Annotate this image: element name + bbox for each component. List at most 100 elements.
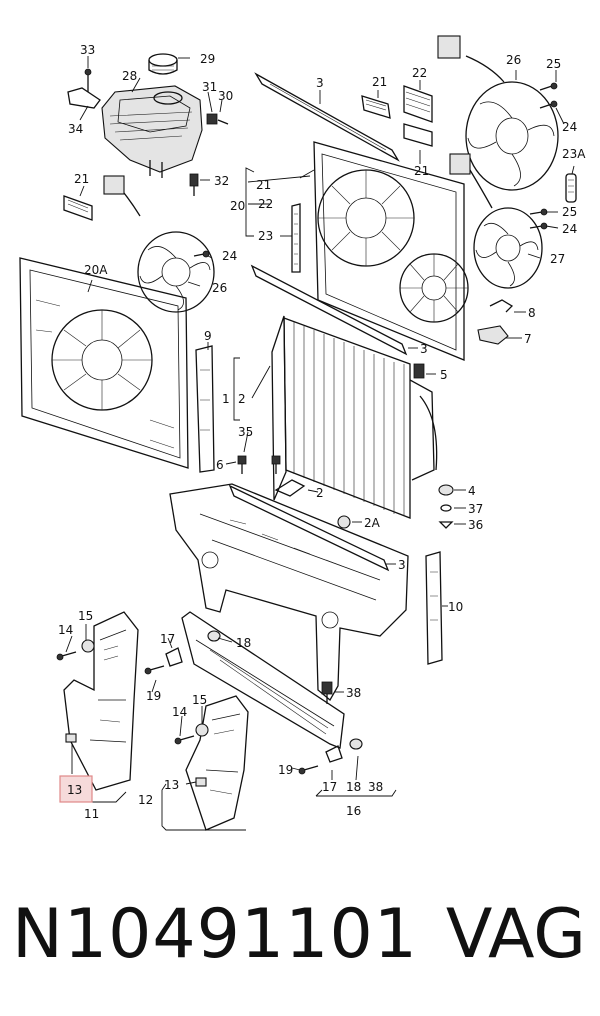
- fan-shroud-20a: [19, 257, 189, 469]
- callout-29: 29: [200, 52, 215, 66]
- clips-17: [165, 647, 343, 763]
- fan-shroud-20: [313, 141, 469, 361]
- air-guide-11: [63, 611, 139, 791]
- callout-4: 4: [468, 484, 476, 498]
- foam-pads: [63, 85, 433, 221]
- callout-24-top: 24: [562, 120, 577, 134]
- highlight-box: [59, 775, 93, 803]
- lower-frame: [181, 611, 345, 749]
- nut-15a: [81, 639, 95, 653]
- callout-6: 6: [216, 458, 224, 472]
- bracket-2-lower: [274, 479, 306, 497]
- callout-20A: 20A: [84, 263, 108, 277]
- callout-18-left: 18: [236, 636, 251, 650]
- callout-35: 35: [238, 425, 253, 439]
- clip-13a: [65, 733, 77, 743]
- radiator: [283, 317, 438, 519]
- nuts-18: [207, 630, 363, 750]
- callout-21-left: 21: [74, 172, 89, 186]
- screws-24-25: [193, 82, 558, 258]
- small-fan-right: [449, 153, 543, 289]
- large-fan-right: [437, 35, 559, 191]
- callout-33: 33: [80, 43, 95, 57]
- callout-7: 7: [524, 332, 532, 346]
- callout-1: 1: [222, 392, 230, 406]
- brand-name: VAG: [445, 895, 586, 974]
- callout-14-left: 14: [58, 623, 73, 637]
- mounts-4-5-36-37: [413, 363, 454, 529]
- callout-14-center: 14: [172, 705, 187, 719]
- bolt-14b: [174, 735, 195, 745]
- bracket-23: [291, 203, 301, 273]
- seal-strip-3-mid: [250, 264, 408, 356]
- callout-5: 5: [440, 368, 448, 382]
- callout-23: 23: [258, 229, 273, 243]
- callout-16: 16: [346, 804, 361, 818]
- callout-24-left: 24: [222, 249, 237, 263]
- side-bracket-9: [195, 345, 215, 473]
- bracket-10: [425, 551, 443, 665]
- seal-strip-3-lower: [228, 484, 390, 572]
- callout-8: 8: [528, 306, 536, 320]
- callout-34: 34: [68, 122, 83, 136]
- callout-22-shroud: 22: [258, 197, 273, 211]
- callout-37: 37: [468, 502, 483, 516]
- callout-13-highlighted: 13: [67, 783, 82, 797]
- reservoir-cap: [148, 53, 178, 75]
- callout-28: 28: [122, 69, 137, 83]
- sensor-31: [206, 113, 229, 125]
- part-number: N10491101: [12, 895, 418, 974]
- callout-21-top: 21: [372, 75, 387, 89]
- callout-11: 11: [84, 807, 99, 821]
- callout-17-right: 17: [322, 780, 337, 794]
- callout-24-mid: 24: [562, 222, 577, 236]
- callout-30: 30: [218, 89, 233, 103]
- callout-10: 10: [448, 600, 463, 614]
- callout-15-left: 15: [78, 609, 93, 623]
- lock-carrier: [169, 483, 409, 701]
- callout-26-top: 26: [506, 53, 521, 67]
- callout-31: 31: [202, 80, 217, 94]
- condenser: [271, 315, 287, 501]
- callout-3-lower: 3: [398, 558, 406, 572]
- callout-18-right: 18: [346, 780, 361, 794]
- callout-17-left: 17: [160, 632, 175, 646]
- grommet-2a: [337, 515, 351, 529]
- footer: N10491101 VAG: [0, 880, 600, 990]
- callout-9: 9: [204, 329, 212, 343]
- callout-3-mid: 3: [420, 342, 428, 356]
- callout-22-top: 22: [412, 66, 427, 80]
- callout-21-shroud: 21: [256, 178, 271, 192]
- clip-8: [489, 299, 514, 313]
- bolt-32: [189, 173, 199, 196]
- callout-2-lower: 2: [316, 486, 324, 500]
- callout-27: 27: [550, 252, 565, 266]
- seal-strip-3-top: [254, 72, 400, 162]
- callout-19-left: 19: [146, 689, 161, 703]
- leader-lines: [65, 56, 575, 831]
- bolts-6-35: [237, 455, 281, 474]
- clip-13b: [195, 777, 207, 787]
- bolt-14a: [56, 651, 77, 661]
- callout-2-upper: 2: [238, 392, 246, 406]
- small-fan-left: [103, 175, 215, 313]
- callout-13-center: 13: [164, 778, 179, 792]
- callout-36: 36: [468, 518, 483, 532]
- callout-26-left: 26: [212, 281, 227, 295]
- callout-21-mid: 21: [414, 164, 429, 178]
- callout-23A: 23A: [562, 147, 586, 161]
- tank-bracket: [67, 68, 101, 109]
- callout-19-right: 19: [278, 763, 293, 777]
- callout-20: 20: [230, 199, 245, 213]
- bolt-38: [321, 681, 333, 704]
- air-guide-12: [185, 695, 249, 831]
- parts-diagram: 33 29 28 31 30 34 32 3 21 22 21 26 25 24…: [19, 35, 586, 831]
- callout-38-right: 38: [346, 686, 361, 700]
- expansion-tank: [101, 85, 203, 178]
- clip-7: [477, 325, 509, 345]
- callout-32: 32: [214, 174, 229, 188]
- screws-19: [144, 665, 319, 775]
- callout-12: 12: [138, 793, 153, 807]
- nut-15b: [195, 723, 209, 737]
- callout-2A: 2A: [364, 516, 381, 530]
